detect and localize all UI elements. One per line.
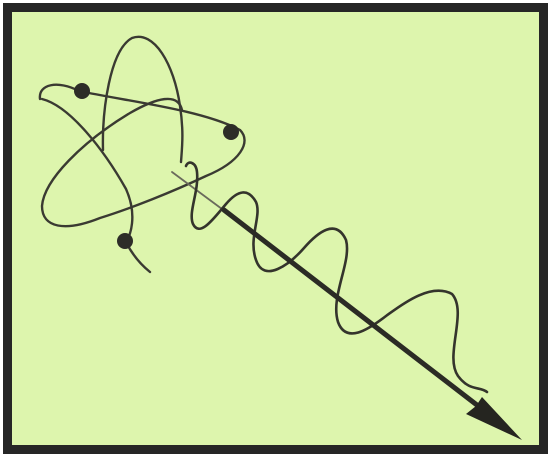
atom-emission-diagram [38, 35, 522, 440]
orbit-vertical [101, 35, 184, 164]
emission-axis-start [171, 171, 227, 213]
electron-bottom [117, 233, 133, 249]
emitted-wave [184, 161, 489, 394]
emission-arrowhead [466, 397, 522, 440]
electron-top-left [74, 83, 90, 99]
atom [38, 35, 246, 274]
emission-arrow-shaft [221, 207, 489, 415]
orbit-diagonal [40, 97, 152, 274]
orbit-horizontal [38, 83, 246, 228]
diagram-frame [3, 3, 548, 454]
electron-right [223, 124, 239, 140]
